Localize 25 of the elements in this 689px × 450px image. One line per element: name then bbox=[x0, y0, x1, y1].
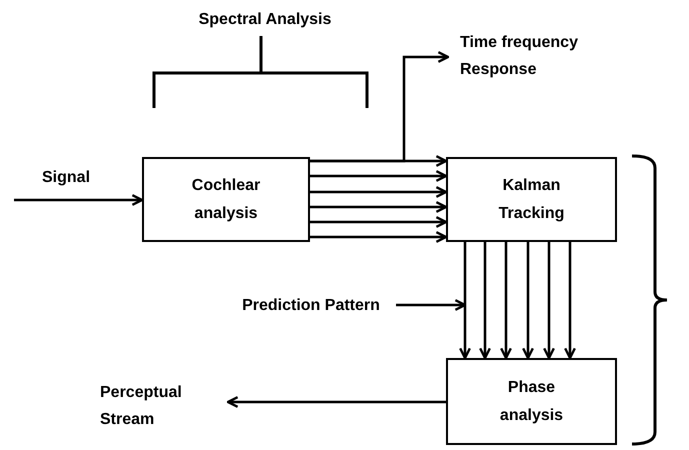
node-text: Time frequency Response bbox=[459, 32, 579, 80]
arrow bbox=[310, 170, 448, 182]
arrow bbox=[522, 242, 534, 360]
arrow bbox=[310, 186, 448, 198]
node-text: Cochlear analysis bbox=[190, 176, 262, 224]
arrow bbox=[226, 396, 446, 408]
arrow bbox=[310, 216, 448, 228]
arrow bbox=[310, 201, 448, 213]
arrow bbox=[310, 51, 450, 162]
arrow bbox=[500, 242, 512, 360]
node-text: Perceptual Stream bbox=[99, 382, 183, 430]
process-box bbox=[446, 358, 617, 445]
arrow bbox=[564, 242, 576, 360]
process-box bbox=[446, 157, 617, 242]
arrow bbox=[310, 231, 448, 243]
node-text: Prediction Pattern bbox=[241, 296, 381, 316]
bracket-label: Spectral Analysis bbox=[198, 10, 332, 30]
arrow bbox=[543, 242, 555, 360]
arrow bbox=[396, 299, 466, 311]
node-text: Phase analysis bbox=[498, 378, 564, 426]
process-box bbox=[142, 157, 310, 242]
node-text: Kalman Tracking bbox=[498, 176, 566, 224]
arrow bbox=[14, 194, 144, 206]
arrow bbox=[459, 242, 471, 360]
arrow bbox=[479, 242, 491, 360]
